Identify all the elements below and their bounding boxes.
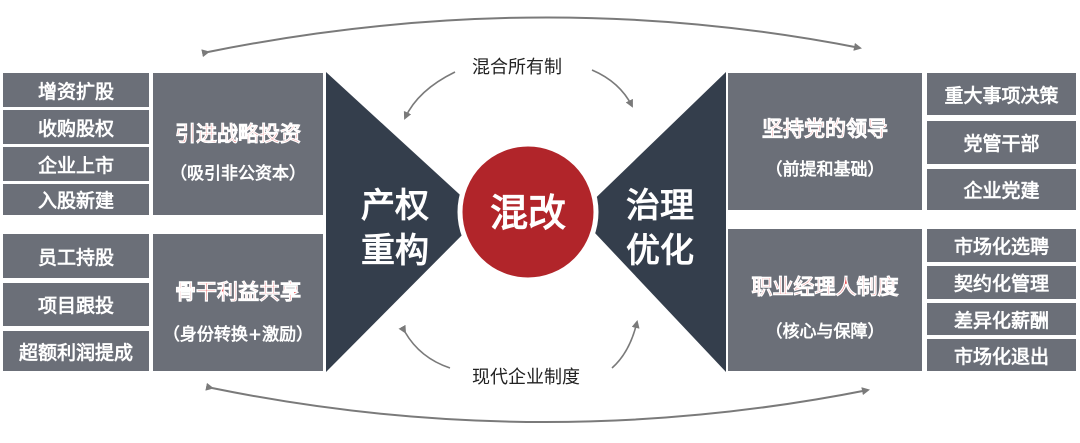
top-caption: 混合所有制 xyxy=(472,57,562,78)
right-lower-item: 差异化薪酬 xyxy=(927,303,1076,335)
right-upper-item: 企业党建 xyxy=(927,169,1076,210)
bottom-left-curved-arrow xyxy=(398,324,451,369)
top-right-curved-arrow xyxy=(591,69,633,108)
right-lower-panel: 职业经理人制度 （核心与保障） xyxy=(728,229,922,371)
left-lower-item: 超额利润提成 xyxy=(3,331,149,371)
left-lower-subtitle: （身份转换+激励） xyxy=(162,325,314,345)
left-lower-panel: 骨干利益共享 （身份转换+激励） xyxy=(153,234,323,371)
right-bowtie-wing xyxy=(578,72,726,372)
left-upper-item: 收购股权 xyxy=(3,110,149,144)
right-lower-subtitle: （核心与保障） xyxy=(765,322,885,342)
bottom-caption: 现代企业制度 xyxy=(472,367,580,388)
right-upper-subtitle: （前提和基础） xyxy=(765,160,885,180)
right-block-line2: 优化 xyxy=(626,231,694,271)
right-lower-item: 市场化选聘 xyxy=(927,229,1076,262)
left-upper-subtitle: （吸引非公资本） xyxy=(170,164,306,184)
bottom-right-curved-arrow xyxy=(611,320,640,369)
top-cycle-arrow xyxy=(201,16,862,58)
left-upper-item: 增资扩股 xyxy=(3,73,149,107)
center-circle xyxy=(457,141,599,283)
right-block-line1: 治理 xyxy=(626,186,694,226)
right-upper-title: 坚持党的领导 xyxy=(762,117,889,142)
left-block-line2: 重构 xyxy=(361,231,429,271)
left-lower-item: 员工持股 xyxy=(3,234,149,278)
left-block-line1: 产权 xyxy=(361,186,429,226)
left-upper-item: 企业上市 xyxy=(3,147,149,181)
left-bowtie-wing xyxy=(326,72,482,372)
left-upper-item: 入股新建 xyxy=(3,184,149,215)
right-lower-item: 契约化管理 xyxy=(927,266,1076,299)
bottom-cycle-arrow xyxy=(205,382,870,423)
right-upper-item: 重大事项决策 xyxy=(927,73,1076,115)
right-lower-item: 市场化退出 xyxy=(927,339,1076,371)
left-upper-panel: 引进战略投资 （吸引非公资本） xyxy=(153,73,323,215)
top-left-curved-arrow xyxy=(403,71,456,120)
left-upper-title: 引进战略投资 xyxy=(175,122,302,147)
right-upper-panel: 坚持党的领导 （前提和基础） xyxy=(728,73,922,210)
left-lower-title: 骨干利益共享 xyxy=(175,280,302,305)
right-upper-item: 党管干部 xyxy=(927,121,1076,164)
center-label: 混改 xyxy=(490,191,566,235)
right-lower-title: 职业经理人制度 xyxy=(751,275,899,300)
left-lower-item: 项目跟投 xyxy=(3,283,149,326)
